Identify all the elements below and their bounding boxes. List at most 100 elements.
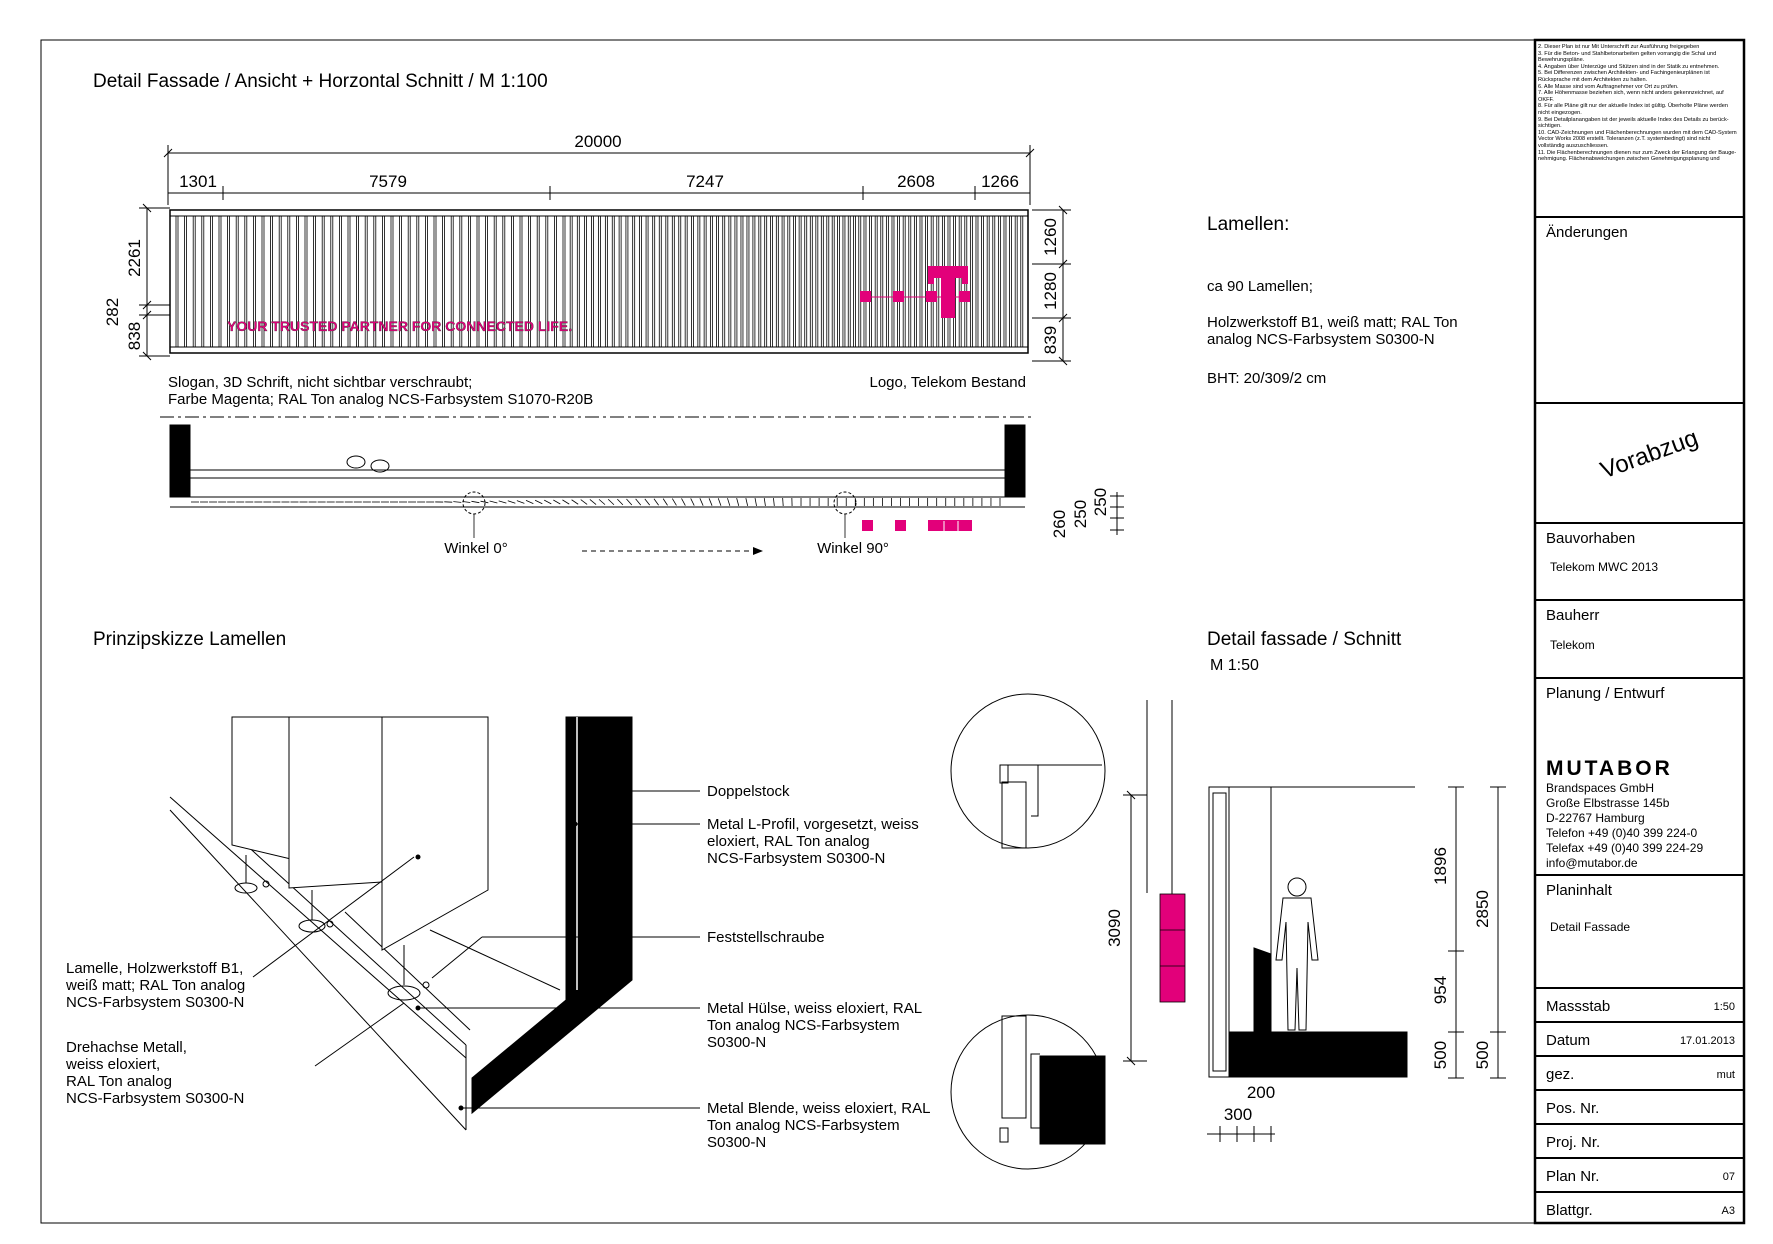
schnitt-title: Detail fassade / Schnitt — [1207, 629, 1402, 650]
note-line: 8. Für alle Pläne gilt nur der aktuelle … — [1538, 103, 1728, 110]
callout-drehachse-3: RAL Ton analog — [66, 1073, 172, 1090]
section-slat — [525, 500, 534, 504]
detail-circle-bottom — [950, 1014, 1106, 1170]
left-dim-2261: 2261 — [125, 239, 144, 277]
section-slat — [498, 500, 507, 504]
company-line: Telefax +49 (0)40 399 224-29 — [1546, 841, 1704, 855]
section-slat — [736, 498, 740, 506]
section-slat — [553, 499, 561, 505]
section-slat — [653, 498, 659, 506]
note-line: 6. Alle Masse sind vom Auftragnehmer vor… — [1538, 83, 1679, 90]
section-slat — [782, 497, 784, 507]
company-line: Brandspaces GmbH — [1546, 781, 1655, 795]
plan-value: 07 — [1722, 1171, 1735, 1183]
schnitt-dim-200: 200 — [1247, 1083, 1275, 1102]
gez-value: mut — [1716, 1069, 1735, 1081]
lamellen-line-4: BHT: 20/309/2 cm — [1207, 370, 1326, 387]
section-detail-circles — [462, 491, 857, 515]
lamellen-line-3: analog NCS-Farbsystem S0300-N — [1207, 331, 1435, 348]
company-address: Brandspaces GmbH Große Elbstrasse 145b D… — [1546, 781, 1703, 871]
seg-dim-1: 1301 — [179, 172, 217, 191]
callout-drehachse-1: Drehachse Metall, — [66, 1039, 187, 1056]
right-dim-1280: 1280 — [1041, 272, 1060, 310]
section-slat — [480, 500, 489, 504]
note-line: 4. Angaben über Unterzüge und Stützen si… — [1538, 63, 1720, 70]
bauherr-label: Bauherr — [1546, 607, 1600, 624]
view-title: Detail Fassade / Ansicht + Horzontal Sch… — [93, 71, 548, 92]
bauvorhaben-value: Telekom MWC 2013 — [1550, 560, 1659, 574]
right-height-dims — [1032, 205, 1071, 366]
angle-label-90: Winkel 90° — [817, 540, 889, 557]
datum-value: 17.01.2013 — [1679, 1035, 1735, 1047]
bauvorhaben-label: Bauvorhaben — [1546, 530, 1636, 547]
tb-bauvorhaben: Bauvorhaben Telekom MWC 2013 — [1535, 522, 1743, 599]
slogan-note-1: Slogan, 3D Schrift, nicht sichtbar versc… — [168, 374, 472, 391]
plan-label: Plan Nr. — [1546, 1168, 1600, 1185]
telekom-logo — [860, 266, 970, 318]
section-slat — [617, 498, 624, 506]
callout-blende-2: Ton analog NCS-Farbsystem — [707, 1117, 900, 1134]
blattgr-value: A3 — [1721, 1205, 1735, 1217]
section-dims — [1110, 492, 1124, 535]
section-slat — [507, 500, 516, 504]
section-slat — [708, 498, 713, 506]
callout-l-profil-2: eloxiert, RAL Ton analog — [707, 833, 870, 850]
tb-row-pos: Pos. Nr. — [1535, 1089, 1743, 1123]
sketch-title: Prinzipskizze Lamellen — [93, 629, 286, 650]
horizontal-section — [169, 424, 1026, 508]
note-line: nehmigung. Flächenabweichungen zwischen … — [1538, 156, 1720, 163]
note-line: 11. Die Flächenberechnungen dienen nur z… — [1538, 149, 1737, 156]
section-slat — [516, 500, 525, 504]
lamellen-line-1: ca 90 Lamellen; — [1207, 278, 1313, 295]
schnitt-drawing — [1123, 700, 1506, 1142]
seg-dim-3: 7247 — [686, 172, 724, 191]
slogan-note-2: Farbe Magenta; RAL Ton analog NCS-Farbsy… — [168, 391, 593, 408]
callout-lamelle-1: Lamelle, Holzwerkstoff B1, — [66, 960, 243, 977]
section-slat — [671, 498, 677, 506]
section-slat — [471, 500, 480, 504]
section-slat — [571, 499, 579, 505]
proj-label: Proj. Nr. — [1546, 1134, 1601, 1151]
tb-planung: Planung / Entwurf MUTABOR Brandspaces Gm… — [1535, 677, 1743, 874]
schnitt-dim-500b: 500 — [1473, 1041, 1492, 1069]
section-slat — [754, 497, 757, 507]
section-slat — [699, 498, 704, 506]
section-slat — [562, 499, 570, 505]
section-slat — [598, 499, 606, 505]
section-lamellae — [191, 497, 1001, 507]
overall-dim-label: 20000 — [574, 132, 621, 151]
section-slat — [626, 498, 633, 506]
section-logo-marks — [862, 520, 972, 531]
tb-stamp: Vorabzug — [1535, 402, 1743, 522]
note-line: 7. Alle Höhenmasse beziehen sich, wenn n… — [1538, 90, 1724, 103]
callout-dots — [415, 788, 611, 1111]
section-slat — [635, 498, 642, 506]
note-line: 3. Für die Beton- und Stahlbetonarbeiten… — [1538, 50, 1717, 64]
title-block-frame — [1533, 38, 1746, 1225]
section-slat — [453, 501, 462, 503]
left-dim-838: 838 — [125, 322, 144, 350]
note-line: 5. Bei Differenzen zwischen Architekten-… — [1538, 70, 1710, 83]
left-height-dims — [139, 203, 170, 361]
company-line: Telefon +49 (0)40 399 224-0 — [1546, 826, 1698, 840]
callout-lamelle-2: weiß matt; RAL Ton analog — [65, 977, 245, 994]
callout-huelse-1: Metal Hülse, weiss eloxiert, RAL — [707, 1000, 922, 1017]
seg-dim-2: 7579 — [369, 172, 407, 191]
blattgr-label: Blattgr. — [1546, 1202, 1593, 1219]
gez-label: gez. — [1546, 1066, 1575, 1083]
company-line: Große Elbstrasse 145b — [1546, 796, 1670, 810]
company-line: info@mutabor.de — [1546, 856, 1638, 870]
planinhalt-label: Planinhalt — [1546, 882, 1612, 899]
logo-note: Logo, Telekom Bestand — [870, 374, 1027, 391]
lamellen-line-2: Holzwerkstoff B1, weiß matt; RAL Ton — [1207, 314, 1458, 331]
callout-blende-3: S0300-N — [707, 1134, 766, 1151]
callout-drehachse-4: NCS-Farbsystem S0300-N — [66, 1090, 244, 1107]
magenta-sign-section — [1159, 893, 1186, 1003]
callout-drehachse-2: weiss eloxiert, — [65, 1056, 160, 1073]
section-dim-260: 260 — [1050, 510, 1069, 538]
detail-circle-top — [950, 693, 1106, 849]
section-dim-250a: 250 — [1071, 500, 1090, 528]
tb-row-blattgr: Blattgr. A3 — [1535, 1191, 1743, 1223]
callout-blende-1: Metal Blende, weiss eloxiert, RAL — [707, 1100, 930, 1117]
human-figure-scale — [1275, 877, 1319, 1031]
